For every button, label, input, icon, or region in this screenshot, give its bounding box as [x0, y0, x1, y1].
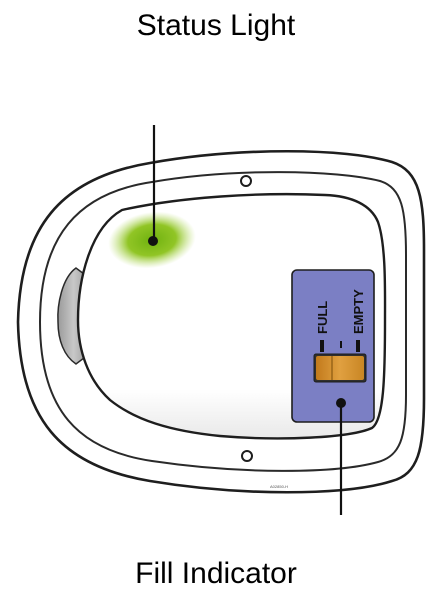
full-tick [320, 340, 324, 352]
mid-tick [340, 341, 342, 348]
bottom-screw-hole [241, 450, 253, 462]
fill-indicator-panel [291, 269, 375, 423]
top-screw-hole [240, 175, 252, 187]
fill-slider [316, 356, 364, 380]
full-label: FULL [315, 301, 330, 334]
diagram-code: A02850-H [270, 484, 288, 489]
status-light-dot [148, 236, 158, 246]
fill-indicator-label: Fill Indicator [135, 557, 297, 590]
empty-label: EMPTY [351, 289, 366, 334]
empty-tick [356, 340, 360, 352]
status-light-label: Status Light [136, 9, 296, 42]
